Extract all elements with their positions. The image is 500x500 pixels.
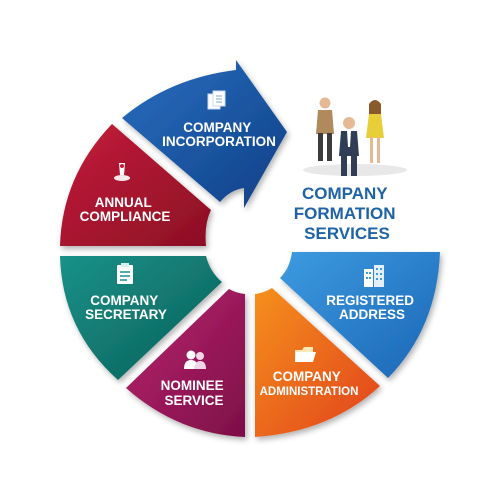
folder-icon	[295, 347, 316, 362]
segment-label-line-1: COMPANY	[273, 369, 341, 384]
segment-registered-address: REGISTERED ADDRESS	[280, 252, 440, 378]
title-line-1: COMPANY	[302, 184, 388, 203]
segment-label-line-2: ADDRESS	[339, 307, 405, 322]
svg-text:ANNUAL COMPLIANCE: ANNUAL COMPLIANCE	[80, 195, 171, 224]
pen-icon	[114, 163, 130, 181]
segment-label-line-1: REGISTERED	[326, 293, 414, 308]
segment-shape	[255, 288, 380, 437]
segment-label-line-1: COMPANY	[90, 293, 158, 308]
svg-text:COMPANY ADMINISTRATION: COMPANY ADMINISTRATION	[260, 368, 359, 398]
segment-label-line-1: ANNUAL	[95, 195, 152, 210]
businesswoman-right	[366, 100, 384, 163]
title-line-2: FORMATION	[294, 204, 396, 223]
building-icon	[364, 265, 384, 287]
segment-shape	[280, 252, 440, 378]
businessman-left	[316, 97, 334, 161]
clipboard-icon	[117, 263, 133, 284]
segment-shape	[60, 256, 222, 380]
svg-text:COMPANY INCORPORATION: COMPANY INCORPORATION	[162, 120, 276, 149]
segment-label-line-2: COMPLIANCE	[80, 209, 171, 224]
segment-label-line-2: SERVICE	[164, 393, 223, 408]
segment-company-administration: COMPANY ADMINISTRATION	[255, 288, 380, 437]
svg-text:NOMINEE SERVICE: NOMINEE SERVICE	[161, 378, 228, 408]
businessman-center	[339, 117, 359, 176]
segment-shape	[60, 124, 211, 246]
people-icon	[184, 350, 206, 369]
segment-label-line-2: INCORPORATION	[162, 134, 276, 149]
svg-text:COMPANY SECRETARY: COMPANY SECRETARY	[85, 293, 167, 322]
segment-label-line-1: COMPANY	[183, 120, 251, 135]
documents-icon	[207, 90, 226, 110]
segment-shape	[122, 60, 287, 208]
business-people-illustration	[303, 97, 407, 176]
segment-annual-compliance: ANNUAL COMPLIANCE	[60, 124, 211, 246]
segment-nominee-service: NOMINEE SERVICE	[126, 289, 245, 437]
segment-company-incorporation: COMPANY INCORPORATION	[122, 60, 287, 208]
title-line-3: SERVICES	[304, 224, 390, 243]
segment-label-line-1: NOMINEE	[161, 378, 224, 393]
segment-company-secretary: COMPANY SECRETARY	[60, 256, 222, 380]
segment-label-line-2: SECRETARY	[85, 307, 167, 322]
segment-label-line-2: ADMINISTRATION	[260, 386, 359, 398]
diagram-title: COMPANY FORMATION SERVICES	[294, 184, 400, 243]
svg-text:REGISTERED ADDRESS: REGISTERED ADDRESS	[326, 293, 418, 322]
